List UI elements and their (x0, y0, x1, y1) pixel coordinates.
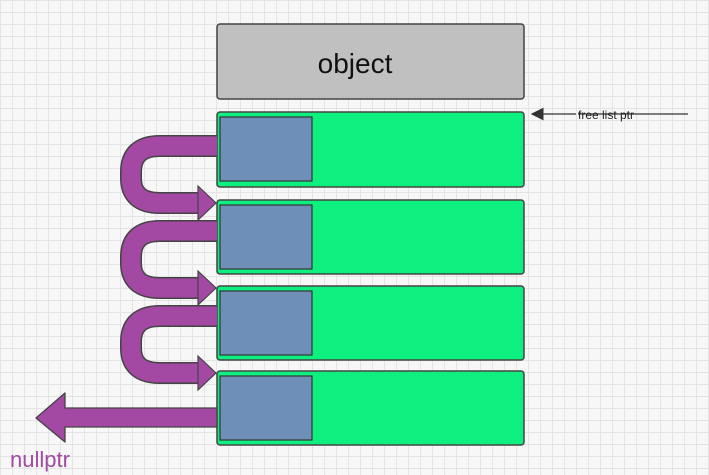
free-list-pointer: free list ptr (530, 107, 688, 122)
free-list-node-2 (216, 199, 525, 275)
link-arrow-3-to-4 (120, 305, 217, 392)
null-arrow (35, 392, 218, 443)
link-arrow-1-to-2 (120, 135, 217, 222)
nullptr-label: nullptr (10, 447, 70, 472)
object-label: object (318, 48, 393, 79)
next-pointer-slot-3 (219, 290, 313, 356)
free-list-node-3 (216, 285, 525, 361)
free-list-node-4 (216, 370, 525, 446)
free-list-node-1 (216, 111, 525, 188)
next-pointer-slot-4 (219, 375, 313, 441)
link-arrow-2-to-3 (120, 220, 217, 307)
next-pointer-slot-1 (219, 116, 313, 182)
object-block: object (216, 23, 525, 100)
next-pointer-slot-2 (219, 204, 313, 270)
free-list-ptr-label: free list ptr (578, 108, 634, 122)
